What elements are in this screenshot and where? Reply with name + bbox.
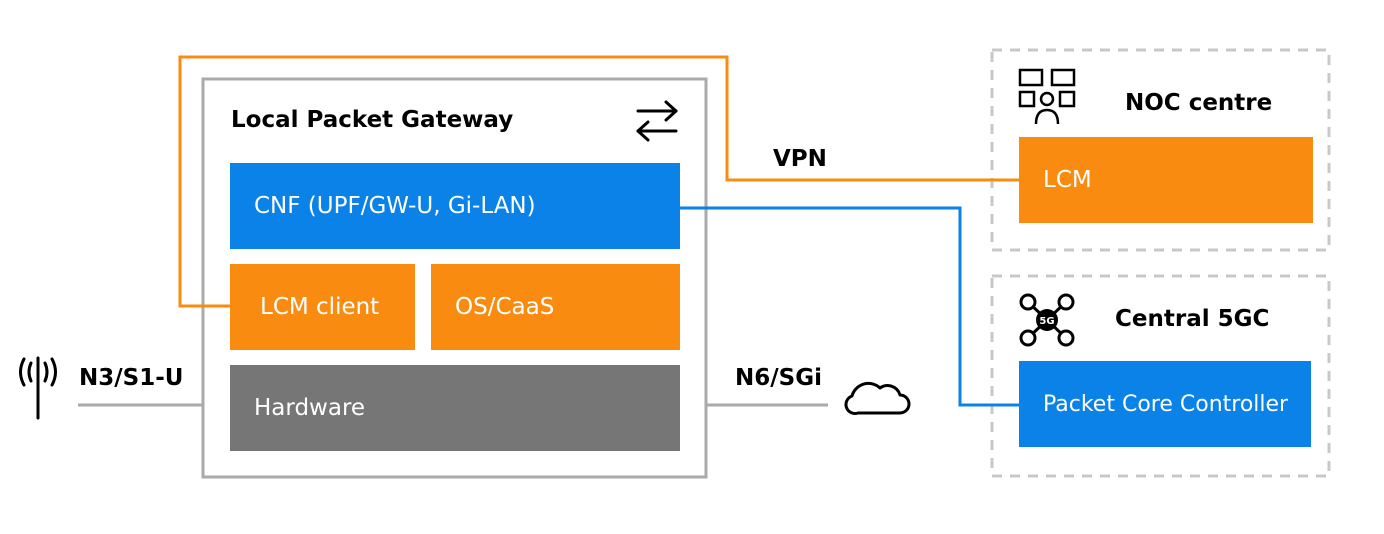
network-5g-icon: 5G bbox=[1019, 293, 1075, 347]
hardware-box: Hardware bbox=[230, 365, 680, 451]
vpn-label: VPN bbox=[773, 146, 827, 172]
swap-arrows-icon bbox=[636, 100, 678, 142]
cloud-icon bbox=[844, 381, 911, 415]
os-caas-label: OS/CaaS bbox=[455, 294, 555, 320]
gateway-frame bbox=[201, 77, 708, 479]
operations-center-icon bbox=[1018, 68, 1076, 125]
gateway-title: Local Packet Gateway bbox=[231, 107, 514, 133]
lcm-label: LCM bbox=[1043, 167, 1092, 193]
control-link-line bbox=[680, 206, 1020, 407]
lcm-box: LCM bbox=[1019, 137, 1313, 223]
os-caas-box: OS/CaaS bbox=[431, 264, 680, 350]
cnf-box: CNF (UPF/GW-U, Gi-LAN) bbox=[230, 163, 680, 249]
lcm-client-label: LCM client bbox=[260, 294, 380, 320]
cnf-label: CNF (UPF/GW-U, Gi-LAN) bbox=[254, 193, 536, 219]
lcm-client-box: LCM client bbox=[230, 264, 415, 350]
noc-centre-frame bbox=[990, 48, 1331, 252]
n3-label: N3/S1-U bbox=[79, 365, 184, 391]
central-5gc-frame bbox=[990, 274, 1331, 478]
vpn-link-line bbox=[178, 55, 1020, 308]
n6-label: N6/SGi bbox=[735, 365, 822, 391]
noc-centre-title: NOC centre bbox=[1125, 90, 1273, 116]
hardware-label: Hardware bbox=[254, 395, 366, 421]
5g-icon-label: 5G bbox=[1039, 316, 1054, 327]
central-5gc-title: Central 5GC bbox=[1115, 306, 1270, 332]
packet-core-controller-label: Packet Core Controller bbox=[1043, 391, 1289, 417]
packet-core-controller-box: Packet Core Controller bbox=[1019, 361, 1311, 447]
antenna-icon bbox=[19, 356, 57, 420]
